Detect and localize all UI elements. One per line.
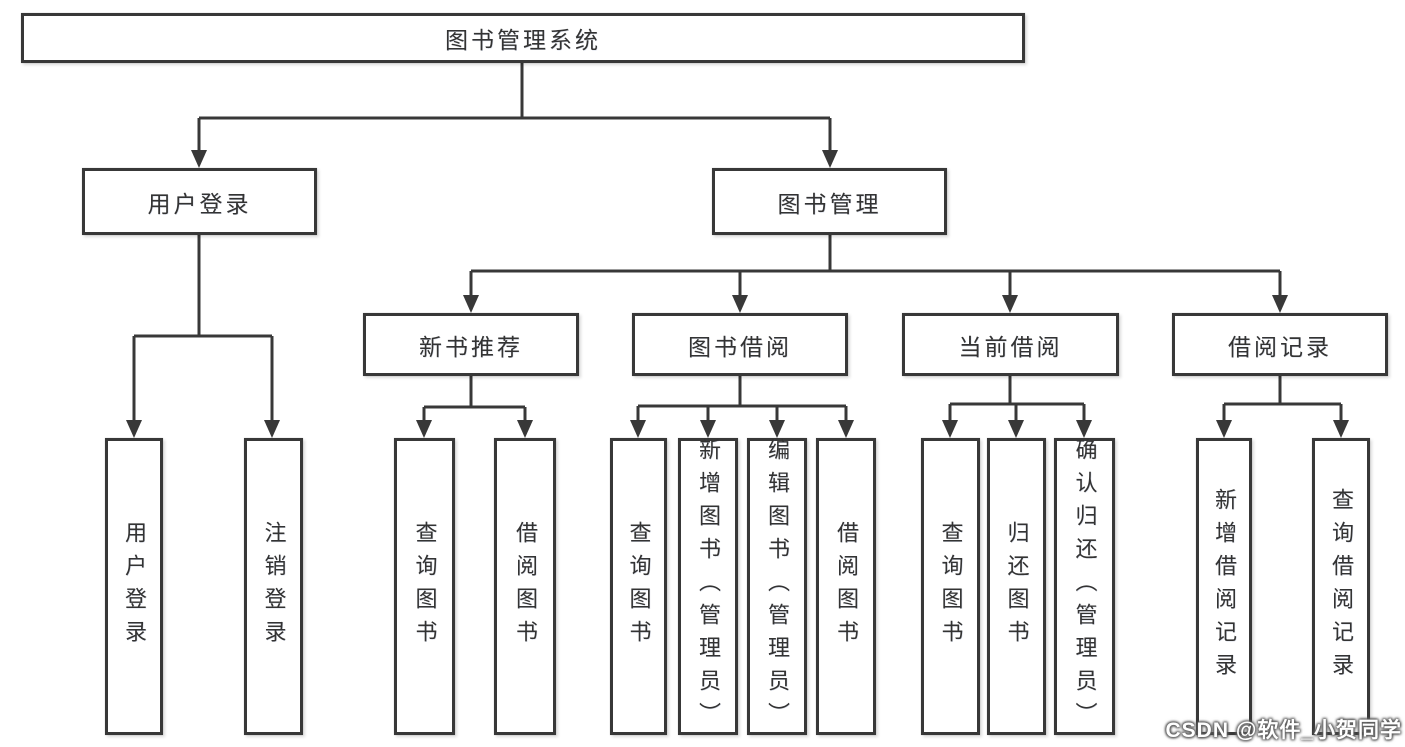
node-new-book-recommend: 新书推荐 <box>363 313 579 376</box>
node-new-book-recommend-label: 新书推荐 <box>419 333 523 360</box>
leaf-user-login: 用户登录 <box>105 438 163 735</box>
leaf-query-book-borrow: 查询图书 <box>610 438 667 735</box>
leaf-logout-login-label: 注销登录 <box>261 520 287 653</box>
node-book-borrow: 图书借阅 <box>632 313 848 376</box>
leaf-add-book-admin-label: 新增图书（管理员） <box>696 438 721 735</box>
leaf-user-login-label: 用户登录 <box>122 520 147 653</box>
leaf-query-book-current-label: 查询图书 <box>938 520 964 653</box>
node-current-borrow-label: 当前借阅 <box>958 333 1063 360</box>
node-borrow-records-label: 借阅记录 <box>1228 333 1332 360</box>
leaf-query-borrow-record-label: 查询借阅记录 <box>1329 487 1354 686</box>
leaf-query-book-recommend: 查询图书 <box>394 438 455 735</box>
leaf-borrow-book-recommend: 借阅图书 <box>494 438 556 735</box>
node-user-login-label: 用户登录 <box>147 190 252 217</box>
leaf-query-book-borrow-label: 查询图书 <box>626 520 652 653</box>
leaf-edit-book-admin: 编辑图书（管理员） <box>747 438 807 735</box>
leaf-return-book: 归还图书 <box>987 438 1046 735</box>
leaf-add-borrow-record: 新增借阅记录 <box>1196 438 1252 735</box>
leaf-query-borrow-record: 查询借阅记录 <box>1312 438 1370 735</box>
leaf-confirm-return-admin: 确认归还（管理员） <box>1054 438 1115 735</box>
connector-user-login-branch <box>126 235 280 438</box>
leaf-query-book-current: 查询图书 <box>921 438 980 735</box>
connector-new-book-recommend-branch <box>416 376 533 438</box>
leaf-confirm-return-admin-label: 确认归还（管理员） <box>1072 438 1098 735</box>
node-book-management: 图书管理 <box>712 168 947 235</box>
node-current-borrow: 当前借阅 <box>902 313 1119 376</box>
leaf-borrow-book-borrow-label: 借阅图书 <box>834 520 859 653</box>
leaf-borrow-book-borrow: 借阅图书 <box>816 438 876 735</box>
connector-current-borrow-branch <box>942 376 1092 438</box>
node-root: 图书管理系统 <box>21 13 1025 63</box>
leaf-borrow-book-recommend-label: 借阅图书 <box>513 520 538 653</box>
connector-book-borrow-branch <box>630 376 854 438</box>
node-root-label: 图书管理系统 <box>445 27 601 53</box>
connector-borrow-records-branch <box>1216 376 1349 438</box>
leaf-query-book-recommend-label: 查询图书 <box>412 520 438 653</box>
connector-root-to-level2 <box>191 63 838 168</box>
leaf-add-borrow-record-label: 新增借阅记录 <box>1212 487 1237 686</box>
csdn-watermark: CSDN @软件_小贺同学 <box>1165 719 1402 742</box>
node-book-borrow-label: 图书借阅 <box>688 333 792 360</box>
leaf-return-book-label: 归还图书 <box>1004 520 1030 653</box>
node-borrow-records: 借阅记录 <box>1172 313 1388 376</box>
leaf-add-book-admin: 新增图书（管理员） <box>678 438 738 735</box>
leaf-edit-book-admin-label: 编辑图书（管理员） <box>765 438 790 735</box>
node-book-management-label: 图书管理 <box>777 190 882 217</box>
node-user-login: 用户登录 <box>82 168 317 235</box>
leaf-logout-login: 注销登录 <box>244 438 303 735</box>
connector-book-management-branch <box>463 235 1288 313</box>
